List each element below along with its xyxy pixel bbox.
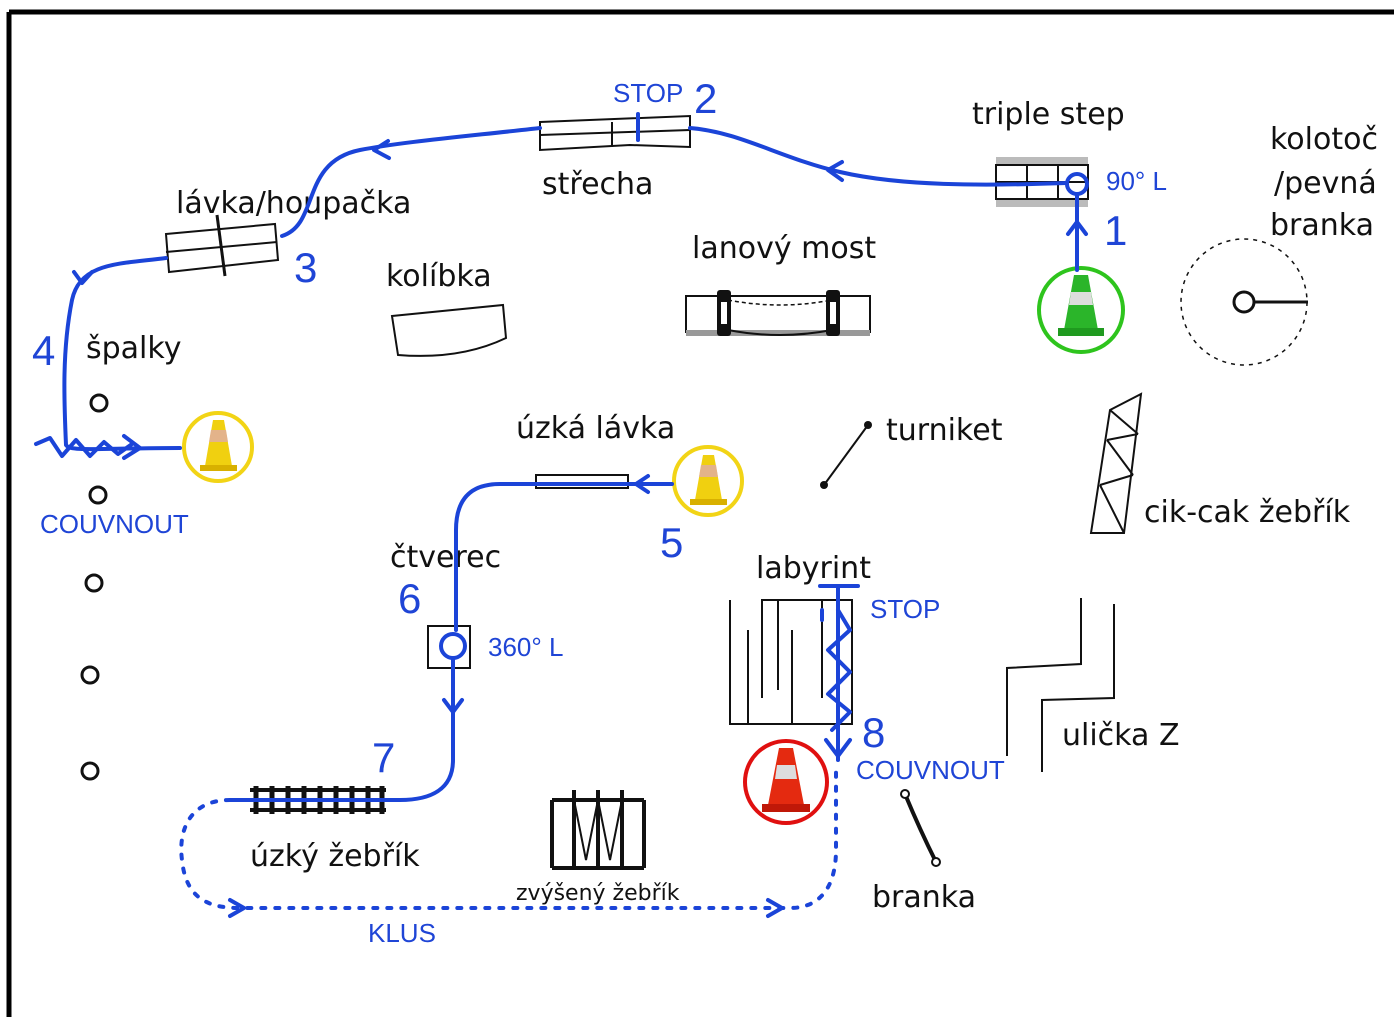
stop-label-strecha: STOP — [613, 78, 683, 108]
lanovy-most-label: lanový most — [692, 231, 876, 266]
ulicka-z-obstacle — [1006, 598, 1115, 772]
turn-360-label: 360° L — [488, 632, 563, 662]
step-number-5: 5 — [660, 519, 683, 566]
strecha-label: střecha — [542, 167, 653, 202]
lanovy-most-obstacle — [685, 290, 871, 336]
klus-label: KLUS — [368, 918, 436, 948]
spalky-obstacle — [80, 393, 109, 781]
ctverec-label: čtverec — [390, 540, 501, 575]
route-path — [34, 112, 1089, 918]
cik-cak-obstacle — [1089, 392, 1143, 534]
lavka-houpacka-label: lávka/houpačka — [176, 186, 411, 221]
kolotoc-label-2: /pevná — [1274, 166, 1377, 201]
ulicka-z-label: ulička Z — [1062, 718, 1180, 753]
labyrint-label: labyrint — [756, 551, 871, 586]
step-number-6: 6 — [398, 575, 421, 622]
strecha-obstacle — [539, 114, 691, 152]
spalky-label: špalky — [86, 331, 181, 366]
kolotoc-obstacle — [1180, 238, 1308, 366]
step-number-2: 2 — [694, 75, 717, 122]
step-number-4: 4 — [32, 327, 55, 374]
uzky-zebrik-label: úzký žebřík — [250, 839, 420, 874]
turniket-obstacle — [820, 421, 872, 489]
kolotoc-label: kolotoč — [1270, 122, 1378, 157]
uzka-lavka-label: úzká lávka — [516, 411, 675, 446]
step-number-3: 3 — [294, 244, 317, 291]
uzka-lavka-obstacle — [535, 474, 629, 489]
triple-step-label: triple step — [972, 97, 1125, 132]
kolibka-label: kolíbka — [386, 259, 492, 294]
yellow-cone-left — [182, 411, 254, 483]
cik-cak-label: cik-cak žebřík — [1144, 495, 1351, 530]
kolotoc-label-3: branka — [1270, 208, 1374, 243]
couvnout-label-left: COUVNOUT — [40, 509, 189, 539]
turn-90-label: 90° L — [1106, 166, 1167, 196]
branka-obstacle — [900, 789, 941, 867]
lavka-houpacka-obstacle — [164, 214, 280, 277]
step-number-1: 1 — [1104, 207, 1127, 254]
step-number-7: 7 — [372, 734, 395, 781]
stop-label-labyrint: STOP — [870, 594, 940, 624]
zvyseny-zebrik-obstacle — [550, 790, 646, 870]
turniket-label: turniket — [886, 413, 1003, 448]
zvyseny-zebrik-label: zvýšený žebřík — [516, 881, 680, 906]
step-number-8: 8 — [862, 709, 885, 756]
kolibka-obstacle — [390, 303, 508, 357]
yellow-cone-right — [672, 445, 744, 517]
finish-cone — [743, 739, 829, 825]
start-cone — [1037, 266, 1125, 354]
branka-label: branka — [872, 880, 976, 915]
couvnout-label-right: COUVNOUT — [856, 755, 1005, 785]
